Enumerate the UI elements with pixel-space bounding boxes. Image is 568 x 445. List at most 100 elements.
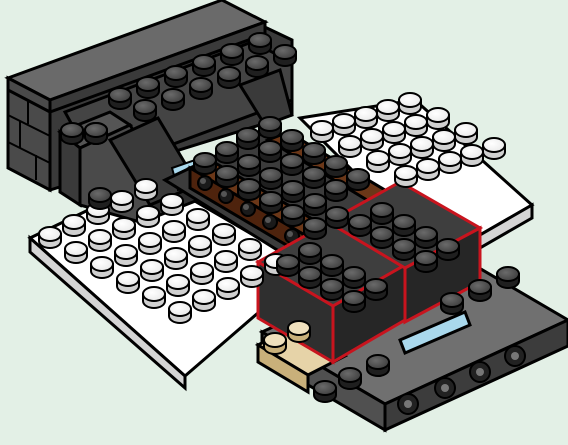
stud — [355, 107, 377, 128]
stud — [339, 368, 361, 389]
stud — [299, 243, 321, 264]
stud — [461, 145, 483, 166]
stud — [238, 155, 260, 176]
stud — [165, 66, 187, 87]
stud — [113, 218, 135, 239]
stud — [304, 194, 326, 215]
stud — [111, 191, 133, 212]
stud — [216, 142, 238, 163]
stud — [383, 122, 405, 143]
stud — [281, 154, 303, 175]
stud — [455, 123, 477, 144]
stud — [361, 129, 383, 150]
stud — [415, 251, 437, 272]
stud — [367, 151, 389, 172]
stud — [218, 67, 240, 88]
stud — [371, 203, 393, 224]
stud — [326, 207, 348, 228]
stud — [288, 321, 310, 342]
stud — [249, 33, 271, 54]
stud — [321, 279, 343, 300]
stud — [190, 78, 212, 99]
stud — [217, 278, 239, 299]
stud — [299, 267, 321, 288]
stud — [282, 205, 304, 226]
stud — [161, 194, 183, 215]
stud — [371, 227, 393, 248]
stud — [238, 179, 260, 200]
stud — [89, 230, 111, 251]
stud — [321, 255, 343, 276]
stud — [441, 293, 463, 314]
stud — [115, 245, 137, 266]
stud — [135, 179, 157, 200]
stud — [134, 100, 156, 121]
stud — [61, 123, 83, 144]
stud — [277, 255, 299, 276]
stud — [304, 218, 326, 239]
stud — [193, 55, 215, 76]
stud — [343, 291, 365, 312]
stud — [215, 251, 237, 272]
stud — [483, 138, 505, 159]
stud — [349, 215, 371, 236]
stud — [139, 233, 161, 254]
stud — [339, 136, 361, 157]
stud — [216, 166, 238, 187]
stud — [411, 137, 433, 158]
stud — [167, 275, 189, 296]
stud — [137, 77, 159, 98]
stud — [165, 248, 187, 269]
stud — [246, 56, 268, 77]
stud — [367, 355, 389, 376]
stud — [395, 166, 417, 187]
stud — [303, 143, 325, 164]
stud — [259, 117, 281, 138]
stud — [241, 266, 263, 287]
stud — [63, 215, 85, 236]
stud — [193, 290, 215, 311]
stud — [333, 114, 355, 135]
stud — [260, 192, 282, 213]
stud — [433, 130, 455, 151]
stud — [314, 381, 336, 402]
stud — [163, 221, 185, 242]
stud — [427, 108, 449, 129]
stud — [469, 280, 491, 301]
stud — [143, 287, 165, 308]
stud — [281, 130, 303, 151]
stud — [259, 141, 281, 162]
stud — [39, 227, 61, 248]
stud — [189, 236, 211, 257]
stud — [405, 115, 427, 136]
stud — [497, 267, 519, 288]
stud — [439, 152, 461, 173]
stud — [303, 167, 325, 188]
stud — [137, 206, 159, 227]
stud — [117, 272, 139, 293]
stud — [239, 239, 261, 260]
stud — [417, 159, 439, 180]
stud — [393, 215, 415, 236]
stud — [365, 279, 387, 300]
stud — [264, 333, 286, 354]
stud — [141, 260, 163, 281]
stud — [194, 153, 216, 174]
stud — [260, 168, 282, 189]
stud — [415, 227, 437, 248]
stud — [282, 181, 304, 202]
stud — [187, 209, 209, 230]
stud — [162, 89, 184, 110]
stud — [109, 88, 131, 109]
stud — [325, 156, 347, 177]
stud — [325, 180, 347, 201]
stud — [221, 44, 243, 65]
stud — [311, 121, 333, 142]
stud — [213, 224, 235, 245]
stud — [399, 93, 421, 114]
stud — [437, 239, 459, 260]
stud — [393, 239, 415, 260]
stud — [65, 242, 87, 263]
stud — [169, 302, 191, 323]
